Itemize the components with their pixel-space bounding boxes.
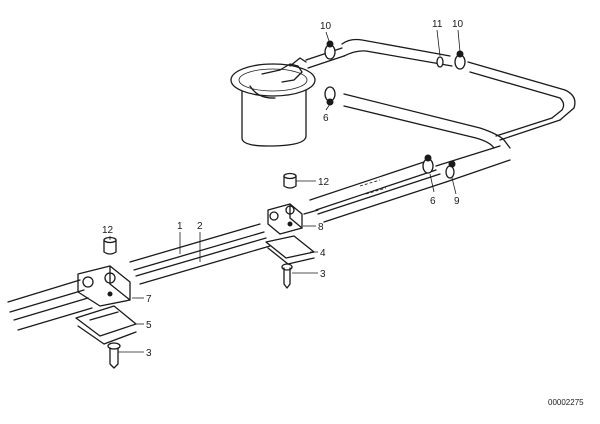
bracket-middle (265, 235, 315, 265)
fuel-filter (230, 57, 316, 147)
pipe-clip-middle (267, 203, 303, 235)
callout-4: 4 (320, 248, 326, 259)
callout-9: 9 (454, 196, 460, 207)
bracket-left (75, 305, 137, 345)
hose-clamps-upper (324, 40, 466, 106)
document-number: 00002275 (548, 398, 584, 407)
callout-5: 5 (146, 320, 152, 331)
callout-10-right: 10 (452, 19, 464, 30)
callout-6-mid: 6 (430, 196, 436, 207)
fuel-lines-main (309, 145, 511, 223)
callout-7: 7 (146, 294, 152, 305)
callout-12-left: 12 (102, 225, 114, 236)
return-hose-loop (305, 38, 576, 149)
callout-1: 1 (177, 221, 183, 232)
callout-8: 8 (318, 222, 324, 233)
callout-11: 11 (432, 19, 443, 30)
callout-6-tank: 6 (323, 113, 329, 124)
callout-3-left: 3 (146, 348, 152, 359)
callout-12-right: 12 (318, 177, 330, 188)
screw-middle (281, 263, 293, 289)
callout-labels: 10 11 10 6 6 9 12 8 4 3 1 2 12 7 5 3 (102, 19, 464, 359)
cap-left (103, 236, 117, 255)
pipe-clip-left (77, 265, 131, 307)
callout-2: 2 (197, 221, 203, 232)
fuel-lines-left (7, 279, 93, 331)
screw-left (107, 342, 121, 369)
callout-3-right: 3 (320, 269, 326, 280)
cap-right (283, 172, 297, 189)
leader-lines (109, 29, 461, 353)
callout-10-left: 10 (320, 21, 332, 32)
fuel-lines-middle (129, 209, 319, 285)
